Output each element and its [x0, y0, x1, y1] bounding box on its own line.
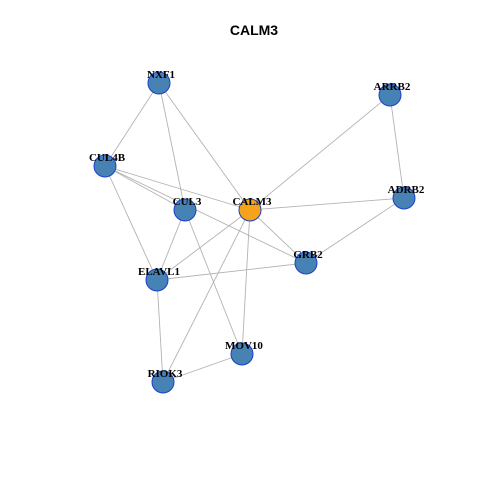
node-label-arrb2: ARRB2: [374, 81, 411, 93]
edge-elavl1-grb2: [156, 262, 307, 281]
node-cul4b[interactable]: [93, 154, 117, 178]
edge-adrb2-grb2: [305, 197, 405, 264]
edge-arrb2-adrb2: [389, 94, 405, 199]
node-label-calm3: CALM3: [232, 196, 272, 208]
node-label-adrb2: ADRB2: [388, 184, 425, 196]
node-layer: [93, 71, 416, 394]
node-calm3[interactable]: [238, 198, 262, 222]
edge-mov10-riok3: [162, 353, 243, 383]
node-label-elavl1: ELAVL1: [138, 266, 180, 278]
edge-cul4b-grb2: [104, 165, 307, 264]
node-adrb2[interactable]: [392, 186, 416, 210]
node-elavl1[interactable]: [145, 268, 169, 292]
edge-calm3-elavl1: [156, 209, 251, 281]
edge-cul4b-cul3: [104, 165, 186, 211]
edge-calm3-riok3: [162, 209, 251, 383]
edge-nxf1-cul3: [158, 82, 186, 211]
edge-cul4b-elavl1: [104, 165, 158, 281]
edge-nxf1-cul4b: [104, 82, 160, 167]
node-label-grb2: GRB2: [293, 249, 323, 261]
node-arrb2[interactable]: [378, 83, 402, 107]
node-label-cul3: CUL3: [173, 196, 202, 208]
diagram-title: CALM3: [230, 22, 278, 38]
edge-calm3-adrb2: [249, 197, 405, 211]
edge-layer: [104, 82, 405, 383]
node-label-nxf1: NXF1: [147, 69, 175, 81]
node-riok3[interactable]: [151, 370, 175, 394]
edge-cul4b-calm3: [104, 165, 251, 211]
node-nxf1[interactable]: [147, 71, 171, 95]
node-cul3[interactable]: [173, 198, 197, 222]
edge-arrb2-calm3: [249, 94, 391, 211]
edge-calm3-mov10: [241, 209, 251, 355]
edge-cul3-elavl1: [156, 209, 186, 281]
edge-calm3-grb2: [249, 209, 307, 264]
node-label-mov10: MOV10: [225, 340, 263, 352]
node-label-riok3: RIOK3: [148, 368, 183, 380]
node-mov10[interactable]: [230, 342, 254, 366]
node-grb2[interactable]: [294, 251, 318, 275]
node-label-cul4b: CUL4B: [89, 152, 126, 164]
edge-elavl1-riok3: [156, 279, 164, 383]
edge-nxf1-calm3: [158, 82, 251, 211]
